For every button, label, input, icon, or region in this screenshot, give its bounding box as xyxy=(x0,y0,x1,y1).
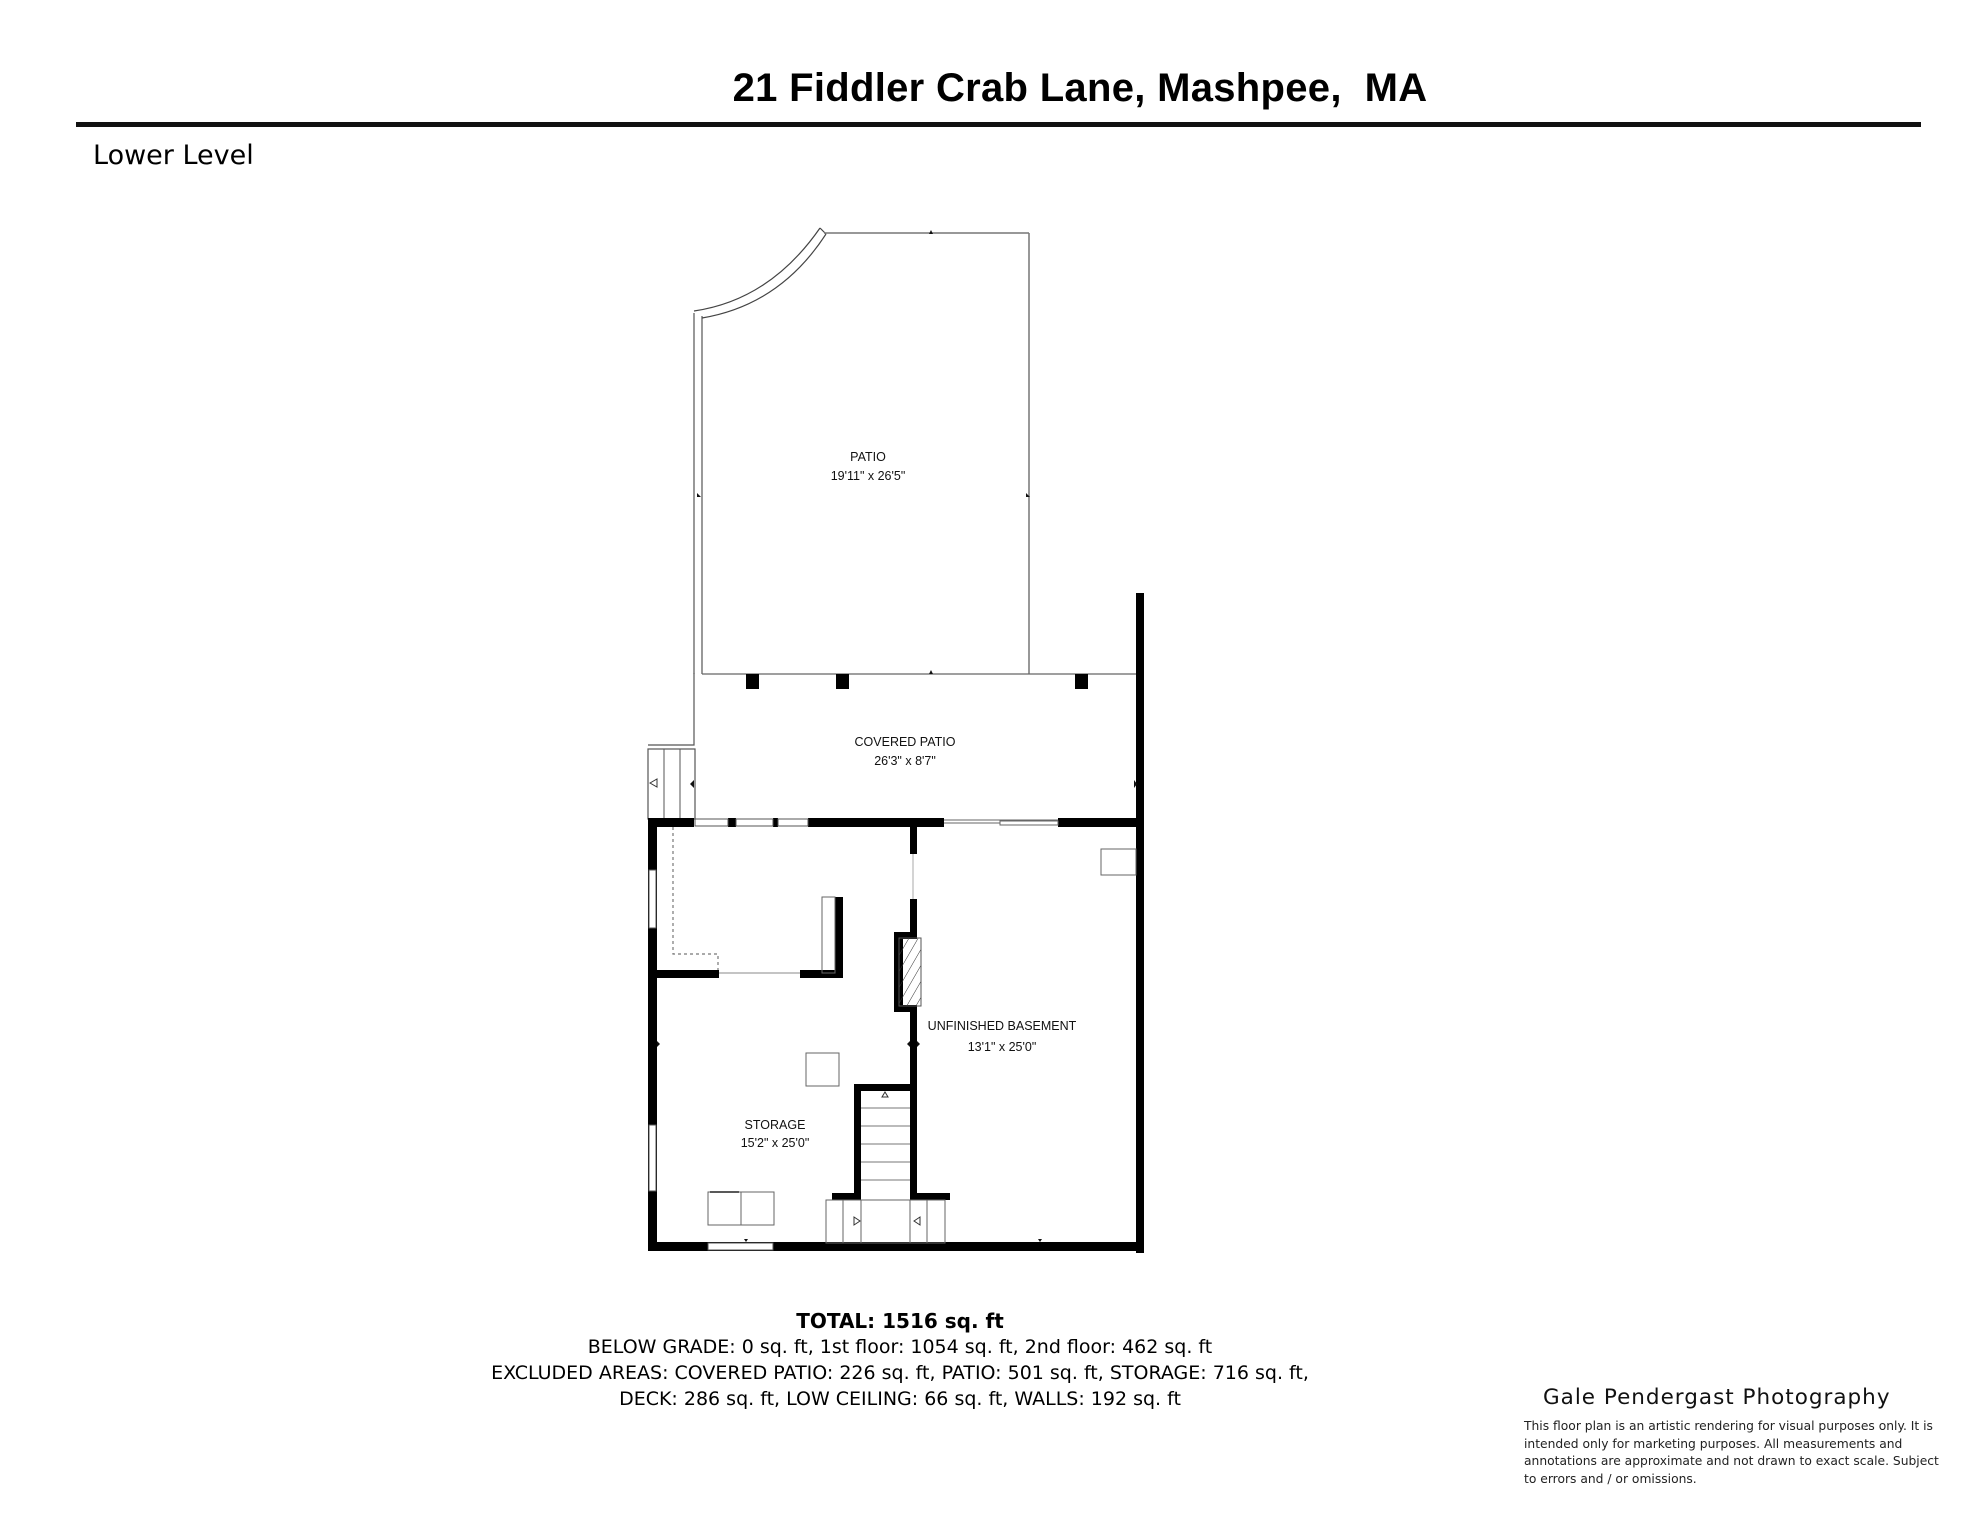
excluded-areas-line1: EXCLUDED AREAS: COVERED PATIO: 226 sq. f… xyxy=(491,1362,1309,1384)
house-walls xyxy=(648,818,1144,1251)
interior-walls xyxy=(648,827,922,1120)
deck-stairs xyxy=(647,673,696,820)
room-label-storage: STORAGE xyxy=(745,1118,806,1132)
area-breakdown: BELOW GRADE: 0 sq. ft, 1st floor: 1054 s… xyxy=(587,1336,1213,1358)
total-area: TOTAL: 1516 sq. ft xyxy=(796,1309,1004,1333)
room-label-covered-patio: COVERED PATIO xyxy=(855,735,956,749)
interior-staircase xyxy=(825,1084,950,1244)
room-label-unfinished-basement: UNFINISHED BASEMENT xyxy=(928,1019,1077,1033)
photographer-brand: Gale Pendergast Photography xyxy=(1543,1385,1891,1410)
room-dimensions-storage: 15'2" x 25'0" xyxy=(741,1136,810,1150)
room-label-patio: PATIO xyxy=(850,450,886,464)
level-label: Lower Level xyxy=(93,140,254,171)
area-totals: TOTAL: 1516 sq. ft BELOW GRADE: 0 sq. ft… xyxy=(400,1308,1400,1412)
covered-patio-area: COVERED PATIO 26'3" x 8'7" xyxy=(690,593,1144,1253)
room-dimensions-unfinished-basement: 13'1" x 25'0" xyxy=(968,1040,1037,1054)
title-divider xyxy=(76,122,1921,127)
room-dimensions-covered-patio: 26'3" x 8'7" xyxy=(874,754,936,768)
disclaimer-text: This floor plan is an artistic rendering… xyxy=(1524,1419,1939,1486)
patio-area: PATIO 19'11" x 26'5" xyxy=(693,227,1136,675)
page-title: 21 Fiddler Crab Lane, Mashpee, MA xyxy=(732,66,1428,110)
excluded-areas-line2: DECK: 286 sq. ft, LOW CEILING: 66 sq. ft… xyxy=(619,1388,1181,1410)
room-dimensions-patio: 19'11" x 26'5" xyxy=(831,469,906,483)
fixtures xyxy=(707,848,1137,1226)
